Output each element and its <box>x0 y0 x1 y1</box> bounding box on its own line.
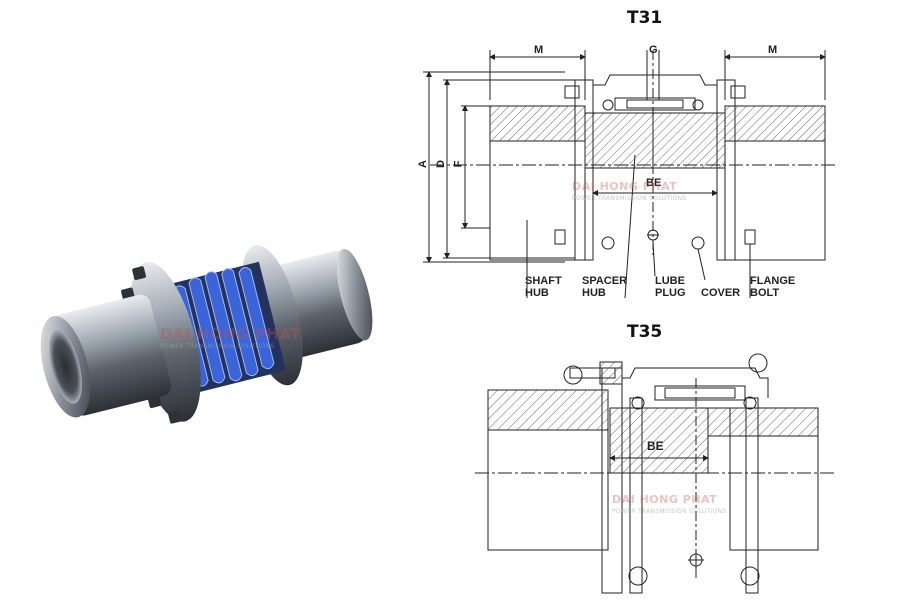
watermark-name: DAI HONG PHAT <box>612 493 718 506</box>
t31-drawing <box>423 50 835 299</box>
watermark-tagline: POWER TRANSMISSION SOLUTIONS <box>160 343 275 350</box>
dim-m-right: M <box>768 44 778 56</box>
t31-title: T31 <box>627 8 663 28</box>
watermark-name: DAI HONG PHAT <box>572 180 678 193</box>
label-cover: COVER <box>701 287 741 299</box>
dim-d: D <box>434 160 447 168</box>
coupling-product-image <box>40 245 373 424</box>
dim-f: F <box>452 160 465 168</box>
dim-m-left: M <box>534 44 544 56</box>
watermark-tagline: POWER TRANSMISSION SOLUTIONS <box>572 195 687 202</box>
dim-be: BE <box>646 177 662 189</box>
watermark-name: DAI HONG PHAT <box>160 325 301 343</box>
dim-a: A <box>416 160 429 168</box>
watermark-tagline: POWER TRANSMISSION SOLUTIONS <box>612 508 727 515</box>
t35-title: T35 <box>627 322 663 342</box>
t35-dim-be: BE <box>647 439 664 453</box>
t35-drawing <box>475 353 835 594</box>
dim-g: G <box>649 44 658 56</box>
